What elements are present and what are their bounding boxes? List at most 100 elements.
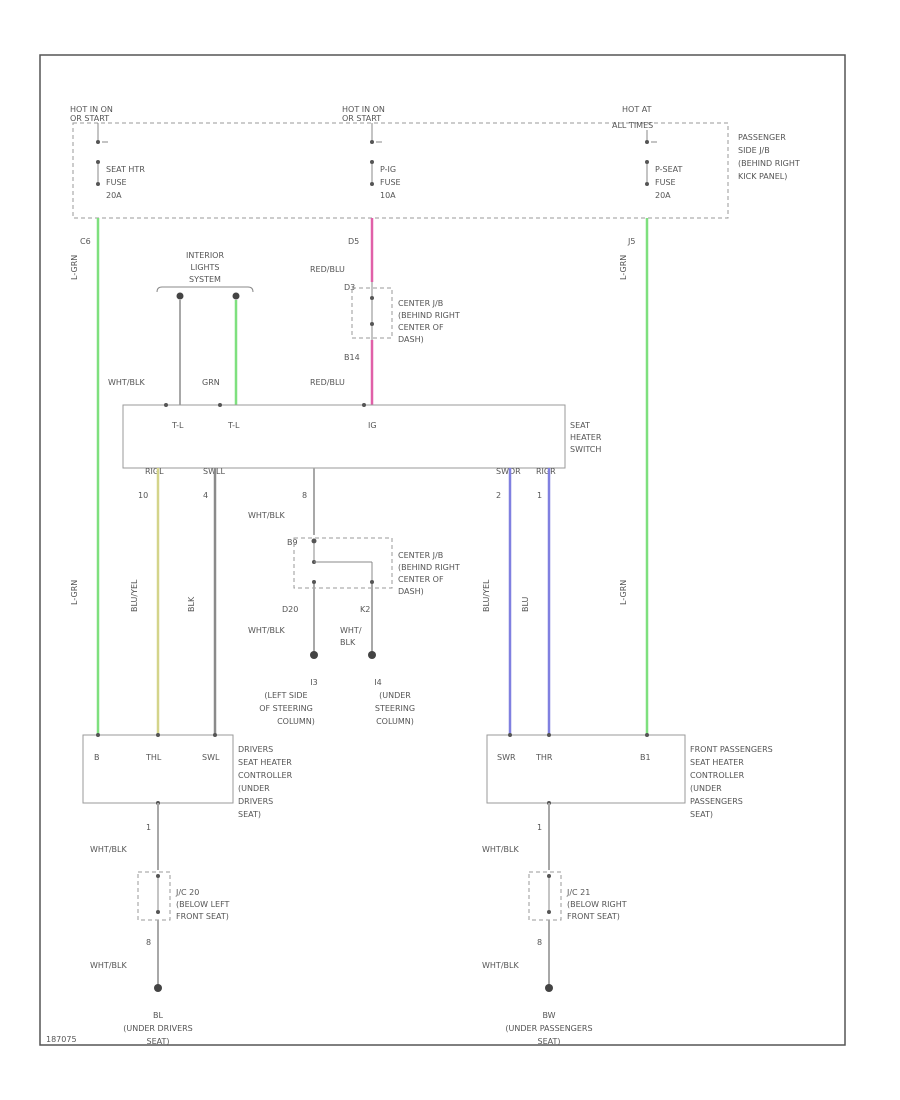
svg-text:CENTER J/B: CENTER J/B [398, 299, 443, 308]
hot-label: HOT IN ON [70, 105, 113, 114]
svg-text:INTERIOR: INTERIOR [186, 251, 225, 260]
ground-point-i4 [368, 651, 376, 659]
svg-text:STEERING: STEERING [375, 704, 415, 713]
svg-text:(LEFT SIDE: (LEFT SIDE [264, 691, 307, 700]
pin-label: D5 [348, 237, 359, 246]
svg-text:DRIVERS: DRIVERS [238, 797, 273, 806]
pin-label: B14 [344, 353, 360, 362]
passenger-controller-label: FRONT PASSENGERS SEAT HEATER CONTROLLER … [690, 745, 773, 819]
ground-i3-label: I3 (LEFT SIDE OF STEERING COLUMN) [259, 678, 318, 726]
driver-seat-heater-controller [82, 734, 234, 804]
ground-bl-label: BL (UNDER DRIVERS SEAT) [123, 1011, 193, 1046]
svg-text:J/C 21: J/C 21 [566, 888, 590, 897]
pin-label: C6 [80, 237, 91, 246]
pin-label: K2 [360, 605, 370, 614]
svg-text:LIGHTS: LIGHTS [191, 263, 220, 272]
wire-color-label: WHT/BLK [90, 961, 127, 970]
wire-color-label: L-GRN [70, 580, 79, 605]
svg-text:CONTROLLER: CONTROLLER [238, 771, 293, 780]
pin-label: 1 [537, 491, 542, 500]
seat-htr-fuse: HOT IN ON OR START SEAT HTR FUSE 20A [70, 105, 145, 200]
pin-label: 4 [203, 491, 208, 500]
fuse-label: SEAT HTR [106, 165, 145, 174]
p-seat-fuse: HOT AT ALL TIMES P-SEAT FUSE 20A [612, 105, 683, 200]
svg-text:I4: I4 [374, 678, 381, 687]
center-jb-outline-2 [293, 537, 393, 589]
ground-point-i3 [310, 651, 318, 659]
wire-color-label: L-GRN [619, 580, 628, 605]
controller-terminal: B [94, 753, 100, 762]
wire-color-label: WHT/BLK [90, 845, 127, 854]
wire-color-label: WHT/ [340, 626, 362, 635]
wire-color-label: WHT/BLK [482, 845, 519, 854]
svg-text:SEAT: SEAT [570, 421, 590, 430]
fuse-rating: 20A [106, 191, 122, 200]
pin-label: 1 [146, 823, 151, 832]
pin-label: D3 [344, 283, 355, 292]
fuse-rating: 20A [655, 191, 671, 200]
svg-text:DASH): DASH) [398, 587, 424, 596]
wire-color-label: BLU/YEL [130, 579, 139, 612]
ground-i4-label: I4 (UNDER STEERING COLUMN) [374, 678, 415, 726]
pin-label: 2 [496, 491, 501, 500]
fuse-label: FUSE [655, 178, 676, 187]
svg-text:(BEHIND RIGHT: (BEHIND RIGHT [398, 311, 460, 320]
interior-lights-system: INTERIOR LIGHTS SYSTEM [156, 251, 254, 300]
pin-label: 8 [146, 938, 151, 947]
svg-text:COLUMN): COLUMN) [277, 717, 315, 726]
wire-color-label: RED/BLU [310, 378, 345, 387]
controller-terminal: B1 [640, 753, 651, 762]
diagram-code: 187075 [46, 1035, 77, 1044]
svg-text:SYSTEM: SYSTEM [189, 275, 221, 284]
svg-text:SEAT HEATER: SEAT HEATER [690, 758, 744, 767]
svg-text:DASH): DASH) [398, 335, 424, 344]
fuse-label: FUSE [380, 178, 401, 187]
seat-heater-switch [122, 404, 566, 469]
svg-text:FRONT SEAT): FRONT SEAT) [567, 912, 620, 921]
svg-text:DRIVERS: DRIVERS [238, 745, 273, 754]
wire-color-label: WHT/BLK [248, 626, 285, 635]
passenger-side-jb-label: PASSENGER SIDE J/B (BEHIND RIGHT KICK PA… [738, 133, 800, 181]
svg-text:CENTER OF: CENTER OF [398, 323, 444, 332]
pin-label: J5 [627, 237, 635, 246]
svg-text:OF STEERING: OF STEERING [259, 704, 313, 713]
center-jb-outline-1 [351, 287, 393, 339]
pin-label: D20 [282, 605, 298, 614]
hot-label: OR START [70, 114, 109, 123]
svg-text:J/C 20: J/C 20 [175, 888, 199, 897]
pin-label: 1 [537, 823, 542, 832]
switch-pin: SWDR [496, 467, 521, 476]
wire-color-label: BLU/YEL [482, 579, 491, 612]
pin-label: 8 [537, 938, 542, 947]
driver-controller-label: DRIVERS SEAT HEATER CONTROLLER (UNDER DR… [238, 745, 293, 819]
center-jb-label-1: CENTER J/B (BEHIND RIGHT CENTER OF DASH) [398, 299, 460, 344]
wire-color-label: BLK [187, 596, 196, 612]
wire-color-label: RED/BLU [310, 265, 345, 274]
svg-text:BW: BW [542, 1011, 555, 1020]
controller-terminal: THR [535, 753, 553, 762]
wire-color-label: WHT/BLK [248, 511, 285, 520]
svg-text:SEAT): SEAT) [538, 1037, 561, 1046]
svg-text:PASSENGERS: PASSENGERS [690, 797, 743, 806]
controller-terminal: SWR [497, 753, 516, 762]
fuse-label: P-SEAT [655, 165, 683, 174]
jc-20-label: J/C 20 (BELOW LEFT FRONT SEAT) [175, 888, 230, 921]
pin-label: 8 [302, 491, 307, 500]
controller-terminal: SWL [202, 753, 220, 762]
svg-text:FRONT SEAT): FRONT SEAT) [176, 912, 229, 921]
wire-color-label: BLK [340, 638, 356, 647]
svg-text:SIDE J/B: SIDE J/B [738, 146, 770, 155]
seat-heater-switch-label: SEAT HEATER SWITCH [570, 421, 602, 454]
svg-text:(BELOW LEFT: (BELOW LEFT [176, 900, 230, 909]
fuse-rating: 10A [380, 191, 396, 200]
svg-text:PASSENGER: PASSENGER [738, 133, 786, 142]
ground-point-bl [154, 984, 162, 992]
fuse-label: P-IG [380, 165, 396, 174]
wire-color-label: WHT/BLK [482, 961, 519, 970]
fuse-label: FUSE [106, 178, 127, 187]
svg-text:(UNDER: (UNDER [379, 691, 411, 700]
svg-text:COLUMN): COLUMN) [376, 717, 414, 726]
wire-color-label: GRN [202, 378, 220, 387]
svg-text:CONTROLLER: CONTROLLER [690, 771, 745, 780]
switch-terminal: T-L [171, 421, 184, 430]
